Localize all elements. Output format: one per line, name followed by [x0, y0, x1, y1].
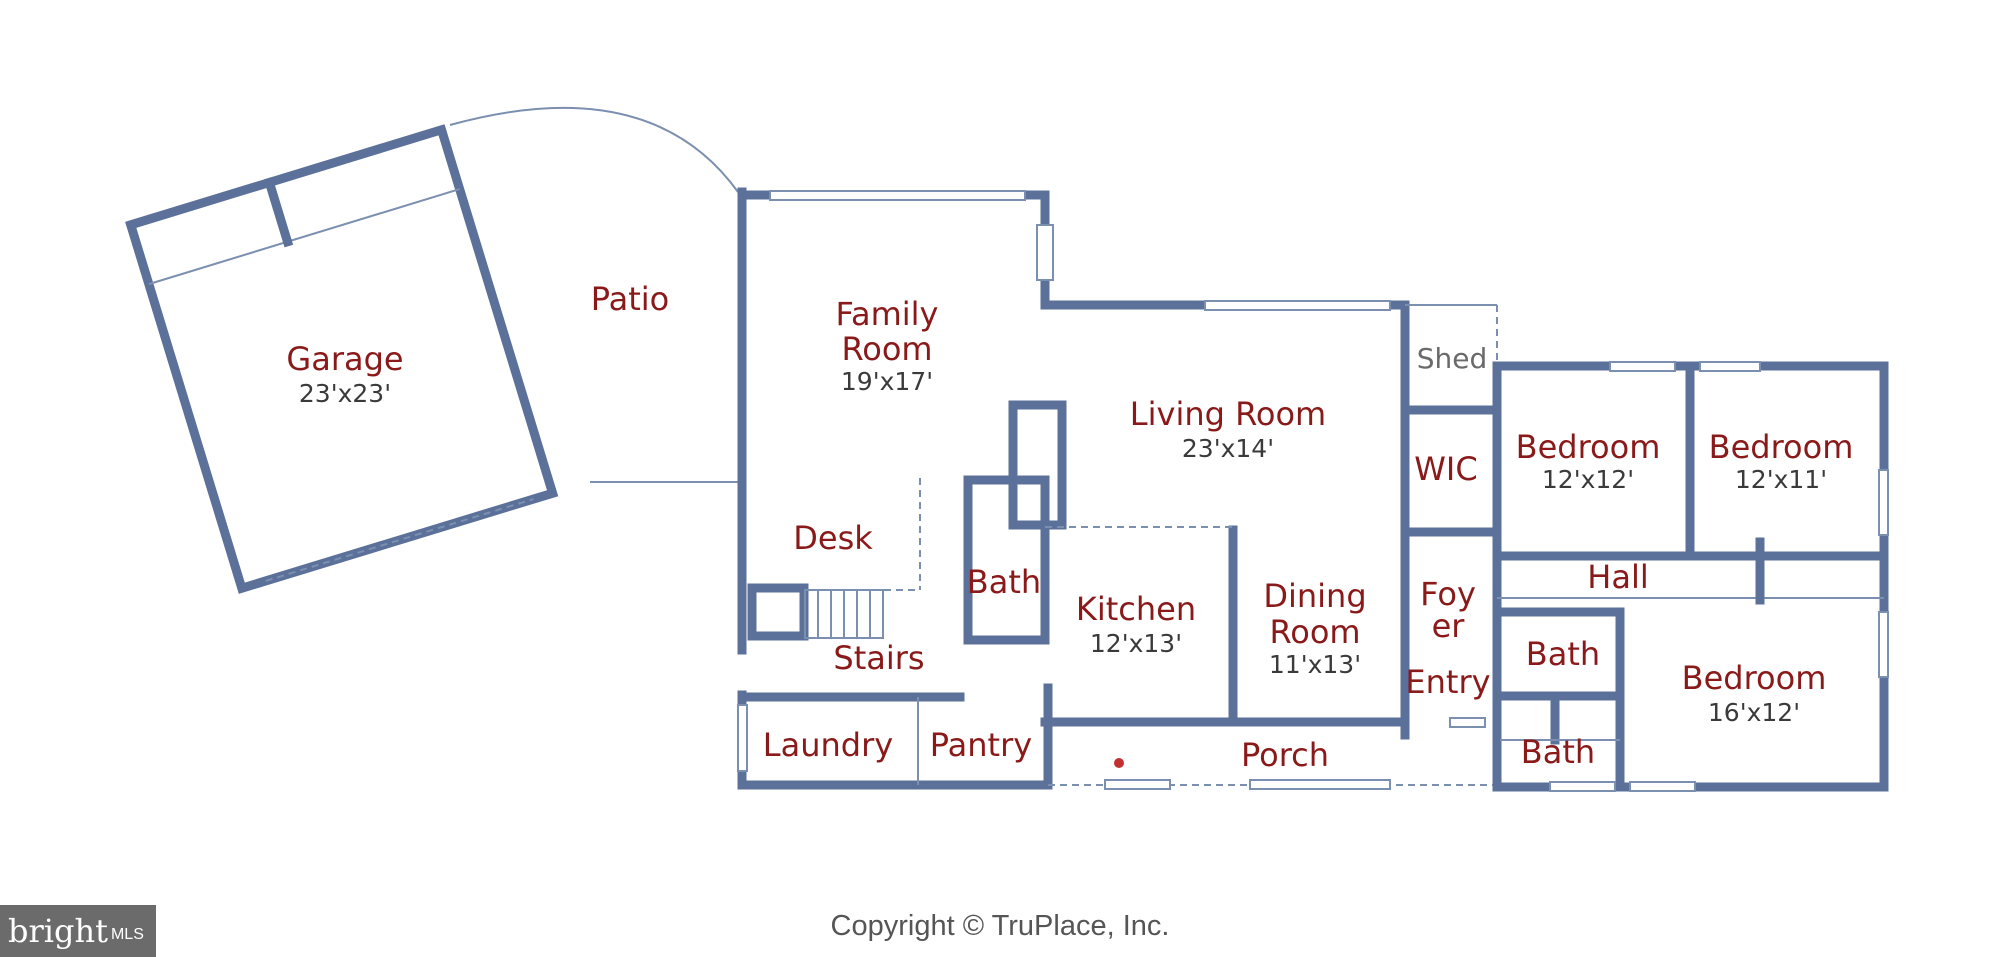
- dining-room-dimensions: 11'x13': [1269, 650, 1361, 679]
- laundry-label: Laundry: [763, 726, 893, 764]
- living-room-label: Living Room: [1130, 395, 1326, 433]
- patio-label: Patio: [591, 280, 669, 318]
- shed-wic-walls: [1400, 304, 1502, 537]
- entry-label: Entry: [1405, 663, 1490, 701]
- pantry-label: Pantry: [930, 726, 1032, 764]
- wic-label: WIC: [1414, 450, 1477, 488]
- patio-outline: [449, 106, 739, 193]
- dining-room-label-line1: Dining: [1263, 577, 1366, 615]
- right-bath-1-label: Bath: [1526, 635, 1600, 673]
- logo-sub-text: MLS: [110, 926, 144, 943]
- center-bath-label: Bath: [967, 563, 1041, 601]
- family-room-label-line2: Room: [841, 330, 932, 368]
- main-walls: [737, 187, 1493, 790]
- kitchen-dimensions: 12'x13': [1090, 629, 1182, 658]
- garage-dimensions: 23'x23': [299, 379, 391, 408]
- bedroom-3-label: Bedroom: [1682, 659, 1827, 697]
- desk-label: Desk: [793, 519, 873, 557]
- bedroom-1-dimensions: 12'x12': [1542, 465, 1634, 494]
- stairs-label: Stairs: [833, 639, 924, 677]
- foyer-label-line1: Foy: [1420, 575, 1476, 613]
- family-room-label-line1: Family: [836, 295, 939, 333]
- windows: [737, 190, 1889, 792]
- bedroom-wing-walls: [1492, 361, 1889, 792]
- kitchen-label: Kitchen: [1076, 590, 1196, 628]
- garage-structure: [125, 124, 559, 594]
- foyer-label-line2: er: [1432, 607, 1466, 645]
- bedroom-1-label: Bedroom: [1516, 428, 1661, 466]
- copyright-notice: Copyright © TruPlace, Inc.: [830, 910, 1170, 942]
- right-bath-2-label: Bath: [1521, 733, 1595, 771]
- staircase: [804, 589, 884, 639]
- porch-marker: [1114, 758, 1124, 768]
- family-room-dimensions: 19'x17': [841, 367, 933, 396]
- brightmls-logo: bright MLS: [0, 905, 156, 957]
- bedroom-2-dimensions: 12'x11': [1735, 465, 1827, 494]
- hall-label: Hall: [1587, 558, 1648, 596]
- porch-label: Porch: [1241, 736, 1329, 774]
- shed-label: Shed: [1417, 342, 1488, 375]
- bedroom-2-label: Bedroom: [1709, 428, 1854, 466]
- logo-main-text: bright: [8, 912, 108, 950]
- bedroom-3-dimensions: 16'x12': [1708, 698, 1800, 727]
- living-room-dimensions: 23'x14': [1182, 434, 1274, 463]
- garage-label: Garage: [286, 340, 403, 378]
- dining-room-label-line2: Room: [1269, 613, 1360, 651]
